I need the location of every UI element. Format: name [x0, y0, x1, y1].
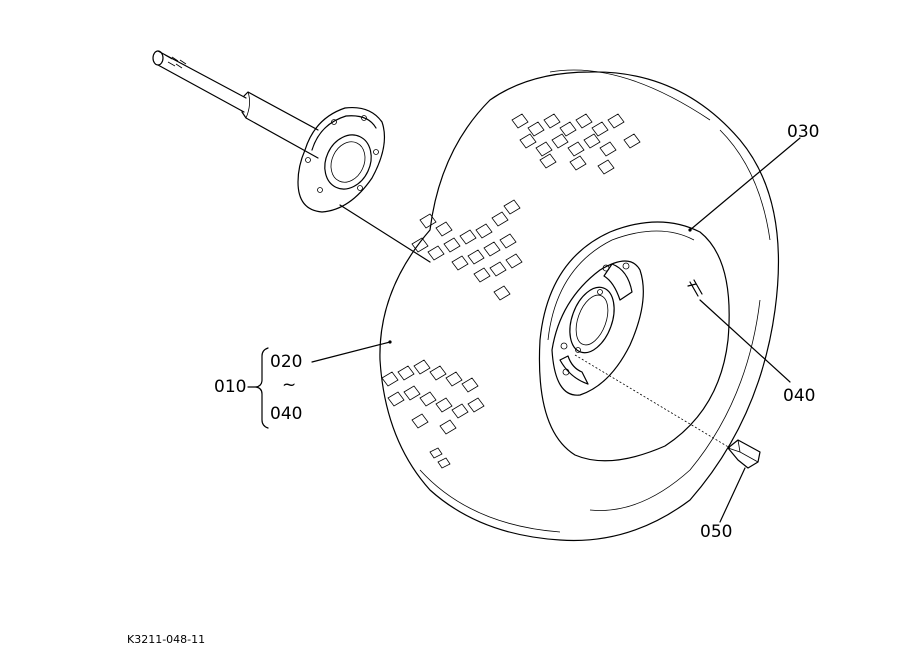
label-020: 020: [270, 352, 303, 372]
range-bracket: [247, 347, 269, 429]
label-030: 030: [787, 122, 820, 142]
drawing-code: K3211-048-11: [127, 633, 206, 646]
leader-030: [689, 137, 801, 231]
tread-pattern: [381, 113, 641, 469]
leader-050: [719, 467, 746, 523]
label-range-mark: ~: [282, 375, 297, 395]
hub-flange: [297, 106, 385, 213]
leader-020: [311, 341, 391, 363]
rim-disc: [551, 260, 644, 396]
label-010: 010: [214, 377, 247, 397]
label-040-range: 040: [270, 404, 303, 424]
leader-dot-020: [388, 340, 392, 344]
valve-stem: [687, 279, 703, 297]
leader-dot-030: [688, 228, 692, 232]
label-040: 040: [783, 386, 816, 406]
wheel-bolt: [727, 439, 761, 469]
flange-leader-line: [339, 204, 431, 263]
label-050: 050: [700, 522, 733, 542]
bolt-axis-line: [574, 354, 731, 449]
tire: [379, 69, 780, 542]
leader-040: [699, 299, 791, 383]
axle-shaft: [152, 50, 319, 159]
